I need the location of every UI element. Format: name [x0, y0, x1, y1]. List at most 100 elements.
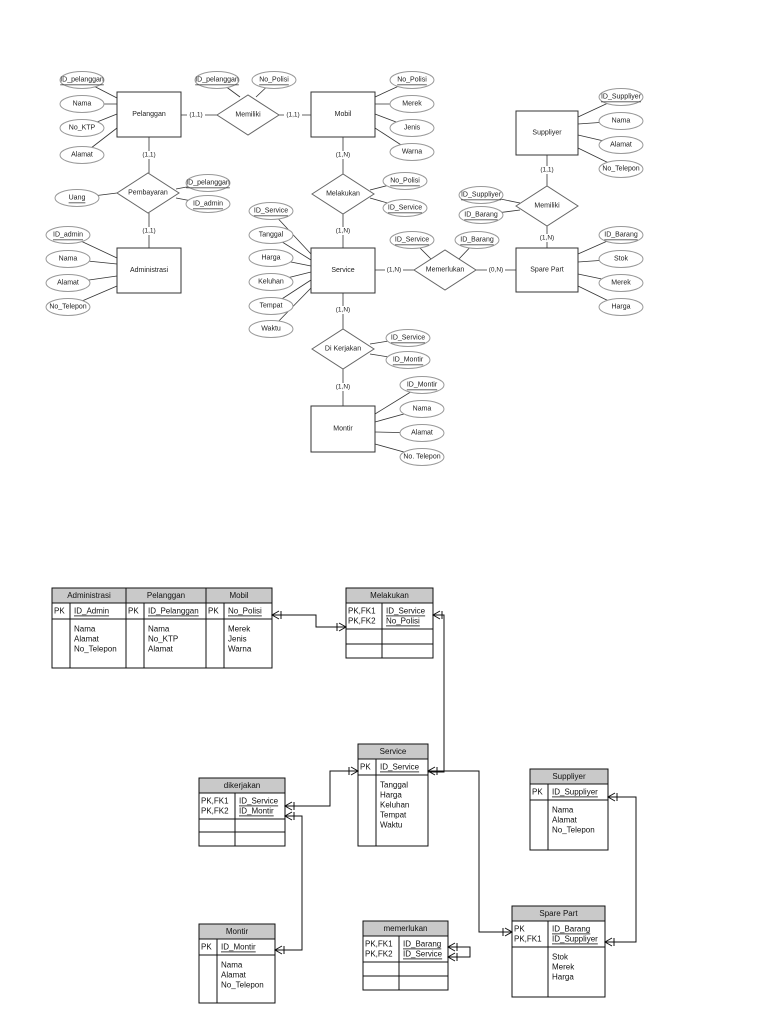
entity-label: Mobil: [335, 111, 352, 118]
attribute-label: ID_admin: [193, 201, 223, 208]
table-key-label: PK: [208, 607, 219, 616]
table-primary-key: No_Polisi: [228, 607, 262, 616]
table-t_memerlukan: memerlukanPK,FK1PK,FK2ID_BarangID_Servic…: [362, 920, 449, 991]
relationship-diamond: [311, 328, 375, 370]
table-primary-key: ID_Pelanggan: [148, 607, 199, 616]
cardinality-bg: [334, 151, 352, 159]
table-field: Merek: [228, 625, 251, 634]
cardinality-bg: [385, 266, 403, 274]
attribute-label: ID_Service: [254, 208, 288, 215]
attribute-a35: Stok: [598, 250, 644, 268]
attribute-ellipse: [248, 249, 294, 267]
table-field: Stok: [552, 953, 569, 962]
attribute-a19: ID_Service: [382, 199, 428, 217]
table-title-bar: [511, 905, 606, 922]
attribute-a16: ID_pelanggan: [185, 174, 231, 192]
table-frame: [357, 743, 429, 847]
cardinality-bg: [284, 111, 302, 119]
attribute-a32: ID_Service: [389, 231, 435, 249]
relationship-memiliki1: Memiliki: [216, 94, 280, 136]
attribute-a22: ID_admin: [45, 226, 91, 244]
entity-box: [310, 91, 376, 138]
attribute-label: ID_Montir: [393, 357, 424, 364]
attribute-label: ID_Barang: [460, 237, 494, 244]
relationship-pembayaran: Pembayaran: [116, 172, 180, 214]
table-key-label: PK: [360, 763, 371, 772]
cardinality-c6: (1,N): [336, 228, 350, 235]
table-primary-key: ID_Montir: [239, 807, 274, 816]
attribute-ellipse: [59, 146, 105, 164]
table-primary-key: ID_Service: [239, 797, 279, 806]
attribute-a23: Nama: [45, 250, 91, 268]
attribute-label: Tempat: [260, 303, 283, 310]
attribute-ellipse: [45, 274, 91, 292]
relationship-diamond: [413, 249, 477, 291]
table-field: Nama: [74, 625, 96, 634]
table-primary-key: ID_Barang: [403, 940, 441, 949]
attribute-ellipse: [382, 199, 428, 217]
table-key-label: PK: [514, 925, 525, 934]
attribute-ellipse: [59, 119, 105, 137]
table-title-bar: [362, 920, 449, 937]
cardinality-bg: [140, 227, 158, 235]
attribute-label: Harga: [611, 304, 630, 311]
table-field: Warna: [228, 645, 252, 654]
entity-suppliyer: Suppliyer: [515, 110, 579, 156]
entity-box: [515, 110, 579, 156]
crowfoot-marker: [350, 766, 360, 776]
attribute-ellipse: [389, 119, 435, 137]
table-title-bar: [345, 587, 434, 604]
table-title-bar: [529, 768, 609, 785]
attribute-a1: ID_pelanggan: [59, 71, 105, 89]
table-key-label: PK: [128, 607, 139, 616]
cardinality-c7: (1,1): [540, 167, 553, 174]
relationship-diamond: [116, 172, 180, 214]
attribute-ellipse: [389, 143, 435, 161]
attribute-a25: No_Telepon: [45, 298, 91, 316]
attribute-ellipse: [385, 351, 431, 369]
attribute-ellipse: [598, 298, 644, 316]
relation-line: [448, 946, 471, 958]
attribute-a4: Alamat: [59, 146, 105, 164]
relationship-diamond: [515, 185, 579, 227]
attribute-ellipse: [598, 136, 644, 154]
attribute-label: Alamat: [71, 152, 93, 159]
entity-montir: Montir: [310, 405, 376, 453]
entity-box: [310, 247, 376, 294]
entity-box: [116, 247, 182, 294]
relationship-memerlukan: Memerlukan: [413, 249, 477, 291]
relationship-label: Di Kerjakan: [325, 346, 361, 353]
attribute-ellipse: [598, 226, 644, 244]
attribute-ellipse: [454, 231, 500, 249]
attribute-ellipse: [248, 297, 294, 315]
attribute-ellipse: [399, 448, 445, 466]
crowfoot-marker: [446, 942, 456, 952]
attribute-ellipse: [248, 320, 294, 338]
attribute-a41: Nama: [399, 400, 445, 418]
attribute-ellipse: [382, 172, 428, 190]
attribute-ellipse: [45, 298, 91, 316]
attribute-ellipse: [385, 329, 431, 347]
cardinality-bg: [334, 383, 352, 391]
attribute-a2: Nama: [59, 95, 105, 113]
attribute-ellipse: [185, 195, 231, 213]
attribute-label: Stok: [614, 256, 629, 263]
table-title: Service: [380, 747, 407, 756]
attribute-ellipse: [185, 174, 231, 192]
attribute-label: Uang: [69, 195, 86, 202]
table-primary-key: ID_Suppliyer: [552, 788, 598, 797]
attribute-a31: Waktu: [248, 320, 294, 338]
cardinality-c11: (1,N): [336, 307, 350, 314]
attribute-a29: Keluhan: [248, 273, 294, 291]
table-field: Merek: [552, 963, 575, 972]
table-field: Tempat: [380, 811, 407, 820]
table-field: Alamat: [148, 645, 174, 654]
attribute-a3: No_KTP: [59, 119, 105, 137]
attribute-a21: ID_Barang: [458, 206, 504, 224]
attribute-ellipse: [598, 88, 644, 106]
table-field: Keluhan: [380, 801, 409, 810]
cardinality-c4: (1,1): [142, 228, 155, 235]
